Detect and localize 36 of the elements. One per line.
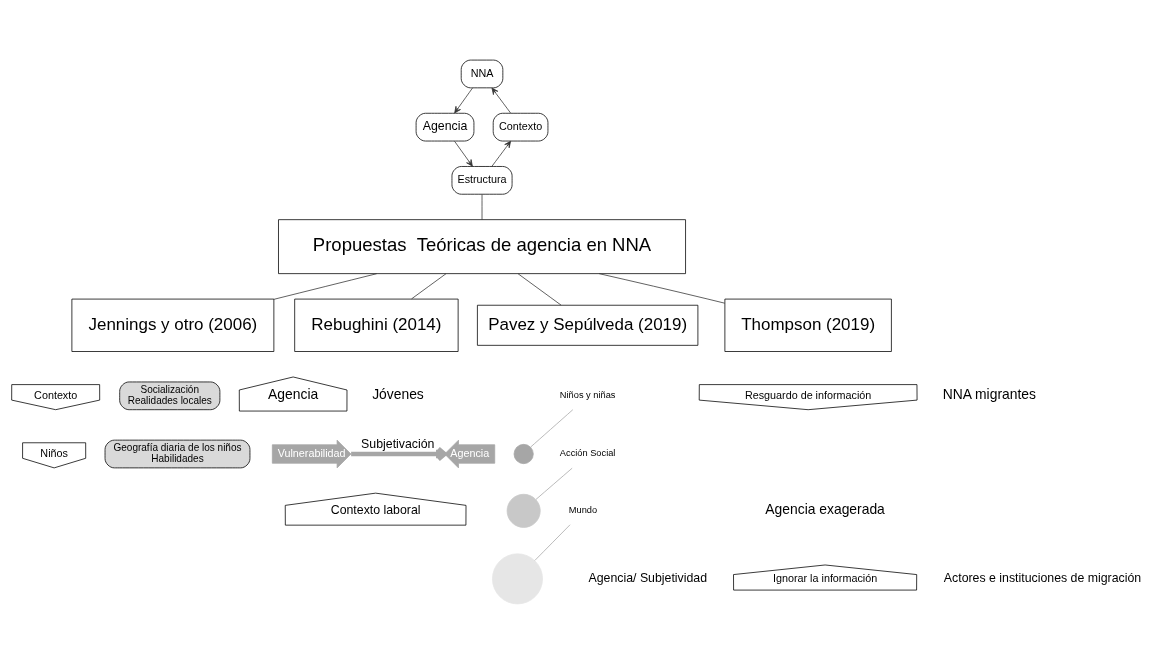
connector bbox=[534, 523, 571, 561]
node-box: Thompson (2019) bbox=[724, 298, 892, 352]
node-text: NNA migrantes bbox=[942, 385, 1036, 402]
arrow bbox=[491, 140, 512, 167]
node-box: Contexto bbox=[492, 112, 549, 141]
edge-label: Subjetivación bbox=[361, 436, 435, 451]
connector bbox=[481, 193, 483, 220]
arrow bbox=[491, 87, 511, 113]
connector bbox=[530, 408, 574, 447]
node-box: Jennings y otro (2006) bbox=[71, 298, 275, 352]
node-text: Agencia exagerada bbox=[765, 500, 885, 517]
node-text: Actores e instituciones de migración bbox=[943, 570, 1142, 585]
node-text: Niños y niñas bbox=[559, 389, 616, 400]
node-box: Estructura bbox=[451, 165, 513, 195]
node-text: Mundo bbox=[568, 504, 598, 515]
node-text: Agencia/ Subjetividad bbox=[588, 570, 708, 585]
node-box: Propuestas Teóricas de agencia en NNA bbox=[278, 218, 686, 274]
node-circle bbox=[506, 493, 541, 528]
node-circle bbox=[513, 443, 534, 464]
node-box: Rebughini (2014) bbox=[294, 298, 459, 352]
node-box: Socialización Realidades locales bbox=[119, 381, 221, 410]
node-box: Agencia bbox=[415, 112, 475, 141]
connector bbox=[273, 272, 378, 300]
arrow bbox=[351, 446, 447, 462]
connector bbox=[517, 272, 562, 306]
node-box: NNA bbox=[460, 59, 504, 88]
connector bbox=[411, 272, 447, 299]
connector bbox=[598, 272, 726, 304]
node-text: Acción Social bbox=[559, 447, 616, 458]
arrow bbox=[454, 87, 473, 113]
node-box: Pavez y Sepúlveda (2019) bbox=[477, 304, 699, 346]
arrow bbox=[454, 140, 473, 167]
node-box: Geografía diaria de los niños Habilidades bbox=[104, 439, 251, 468]
node-circle bbox=[492, 552, 543, 604]
connector bbox=[535, 467, 573, 500]
node-text: Jóvenes bbox=[372, 385, 424, 402]
